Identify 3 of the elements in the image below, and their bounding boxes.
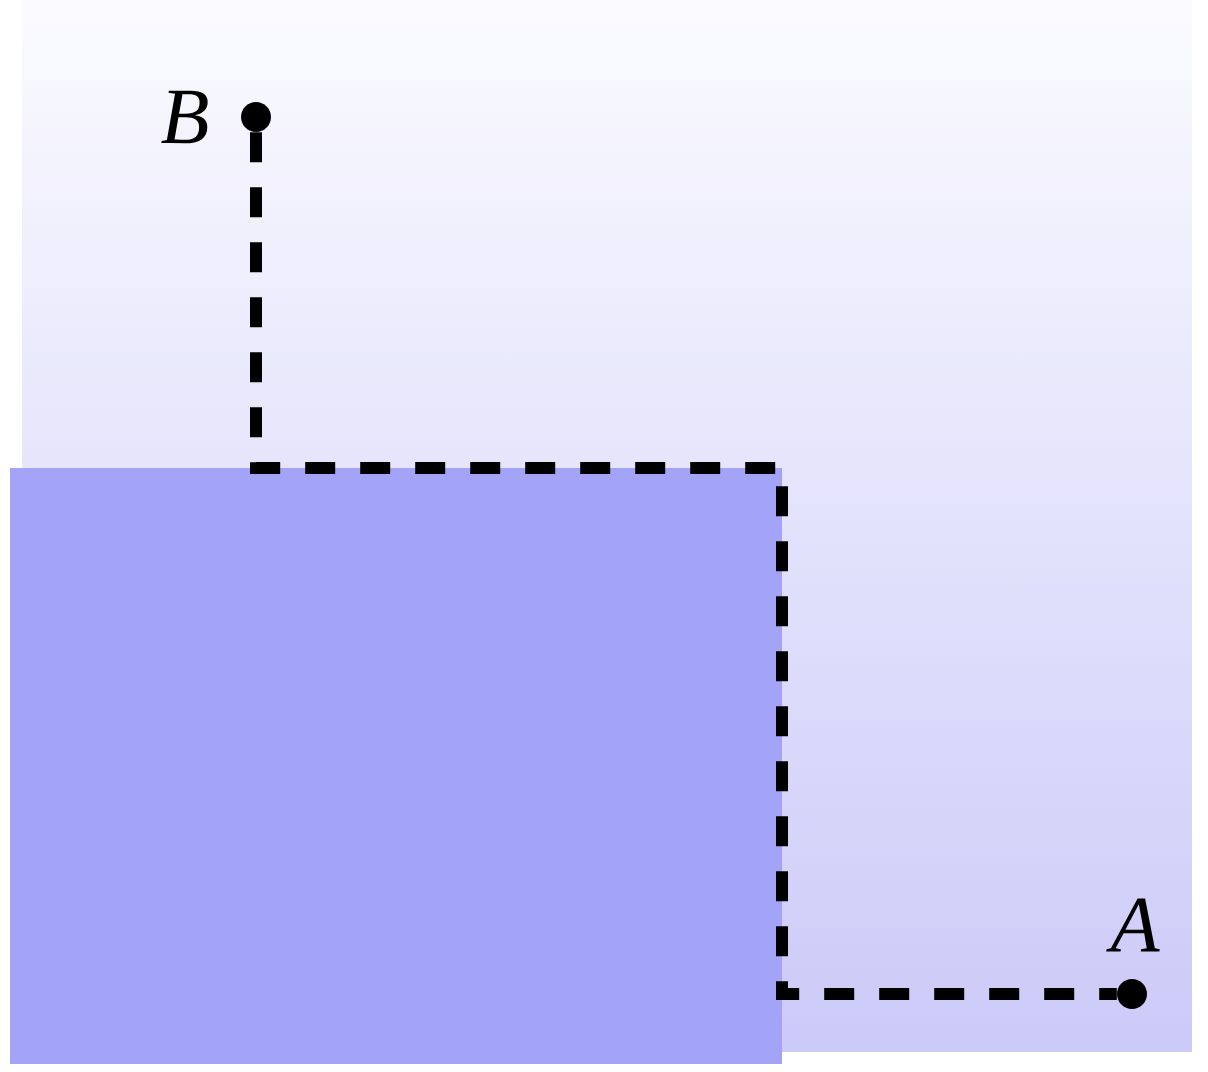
dashed-line xyxy=(250,132,1117,1000)
point-label: A xyxy=(1106,898,1160,952)
point-label: B xyxy=(161,90,208,144)
